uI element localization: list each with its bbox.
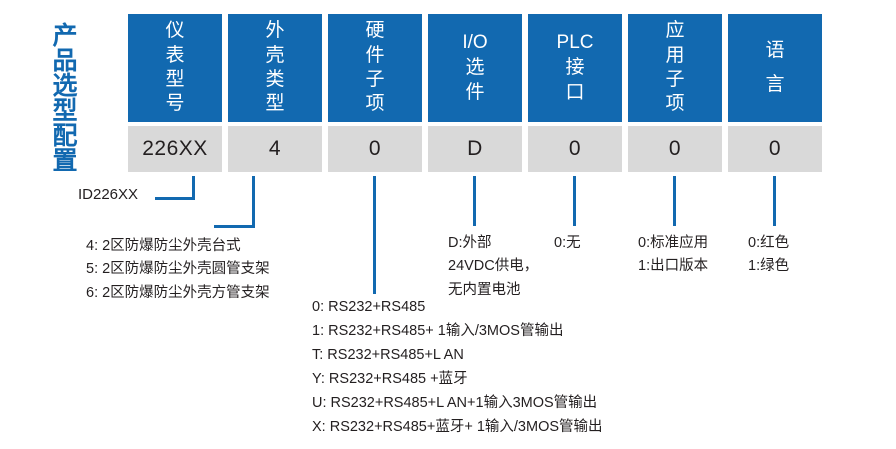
column-value-application[interactable]: 0 — [628, 126, 722, 172]
header-line: 子 — [365, 69, 385, 90]
column-io: I/O 选 件 D — [428, 14, 522, 172]
header-line: 项 — [365, 93, 385, 115]
annotation-line: 0:红色 — [748, 235, 790, 251]
annotation-line: 0:标准应用 — [638, 235, 709, 251]
header-line: 件 — [365, 44, 385, 66]
header-line: 型 — [165, 69, 185, 90]
annotation-line: X: RS232+RS485+蓝牙+ 1输入/3MOS管输出 — [312, 419, 603, 436]
column-value-enclosure[interactable]: 4 — [228, 126, 322, 172]
connector-elbow-model — [155, 197, 195, 200]
annotation-line: 1:出口版本 — [638, 258, 709, 275]
header-line: 言 — [765, 73, 785, 95]
header-line: 壳 — [265, 44, 285, 66]
column-value-io[interactable]: D — [428, 126, 522, 172]
annotation-line: T: RS232+RS485+L AN — [312, 347, 464, 364]
column-header-application: 应 用 子 项 — [628, 14, 722, 122]
annotation-enclosure: 4: 2区防爆防尘外壳台式 5: 2区防爆防尘外壳圆管支架 6: 2区防爆防尘外… — [86, 235, 270, 305]
column-value-plc[interactable]: 0 — [528, 126, 622, 172]
header-line: 项 — [665, 93, 685, 115]
header-line: PLC — [556, 31, 594, 53]
column-value-language[interactable]: 0 — [728, 126, 822, 172]
annotation-line: 1: RS232+RS485+ 1输入/3MOS管输出 — [312, 323, 564, 340]
column-enclosure: 外 壳 类 型 4 — [228, 14, 322, 172]
annotation-application: 0:标准应用 1:出口版本 — [638, 232, 708, 279]
connector-line-plc — [573, 176, 576, 226]
header-line: 语 — [765, 40, 785, 62]
connector-line-io — [473, 176, 476, 226]
annotation-hardware: 0: RS232+RS485 1: RS232+RS485+ 1输入/3MOS管… — [312, 295, 603, 439]
annotation-line: D:外部 — [448, 235, 492, 251]
annotation-line: 24VDC供电， — [448, 258, 539, 275]
annotation-io: D:外部 24VDC供电， 无内置电池 — [448, 232, 538, 302]
annotation-line: ID226XX — [78, 186, 139, 203]
header-line: 应 — [665, 20, 685, 42]
column-model: 仪 表 型 号 226XX — [128, 14, 222, 172]
connector-line-language — [773, 176, 776, 226]
connector-line-enclosure — [252, 176, 255, 228]
column-value-hardware[interactable]: 0 — [328, 126, 422, 172]
column-header-plc: PLC 接 口 — [528, 14, 622, 122]
header-line: 号 — [165, 93, 185, 115]
annotation-line: 1:绿色 — [748, 258, 790, 275]
header-line: 型 — [265, 93, 285, 115]
annotation-line: U: RS232+RS485+L AN+1输入3MOS管输出 — [312, 395, 598, 412]
page-title: 产品选型配置 — [49, 22, 77, 172]
column-hardware: 硬 件 子 项 0 — [328, 14, 422, 172]
annotation-plc: 0:无 — [554, 232, 581, 254]
annotation-model: ID226XX — [78, 183, 138, 206]
annotation-line: 0:无 — [554, 235, 581, 251]
column-header-enclosure: 外 壳 类 型 — [228, 14, 322, 122]
column-header-model: 仪 表 型 号 — [128, 14, 222, 122]
annotation-line: Y: RS232+RS485 +蓝牙 — [312, 371, 468, 388]
column-plc: PLC 接 口 0 — [528, 14, 622, 172]
column-value-model[interactable]: 226XX — [128, 126, 222, 172]
header-line: 类 — [265, 69, 285, 90]
annotation-language: 0:红色 1:绿色 — [748, 232, 789, 279]
header-line: I/O — [462, 31, 488, 53]
header-line: 表 — [165, 44, 185, 66]
column-application: 应 用 子 项 0 — [628, 14, 722, 172]
header-line: 用 — [665, 44, 685, 66]
header-line: 接 — [565, 56, 585, 78]
connector-line-model — [192, 176, 195, 200]
header-line: 口 — [565, 81, 585, 103]
header-line: 外 — [265, 20, 285, 42]
column-header-io: I/O 选 件 — [428, 14, 522, 122]
connector-line-hardware — [373, 176, 376, 294]
header-line: 仪 — [165, 20, 185, 42]
annotation-line: 4: 2区防爆防尘外壳台式 — [86, 238, 241, 254]
annotation-line: 0: RS232+RS485 — [312, 299, 426, 315]
header-line: 件 — [465, 81, 485, 103]
column-header-language: 语 言 — [728, 14, 822, 122]
annotation-line: 无内置电池 — [448, 281, 521, 298]
connector-elbow-enclosure — [214, 225, 255, 228]
connector-line-application — [673, 176, 676, 226]
annotation-line: 6: 2区防爆防尘外壳方管支架 — [86, 284, 270, 301]
annotation-line: 5: 2区防爆防尘外壳圆管支架 — [86, 261, 270, 278]
column-language: 语 言 0 — [728, 14, 822, 172]
column-header-hardware: 硬 件 子 项 — [328, 14, 422, 122]
header-line: 选 — [465, 56, 485, 78]
header-line: 硬 — [365, 20, 385, 42]
header-line: 子 — [665, 69, 685, 90]
